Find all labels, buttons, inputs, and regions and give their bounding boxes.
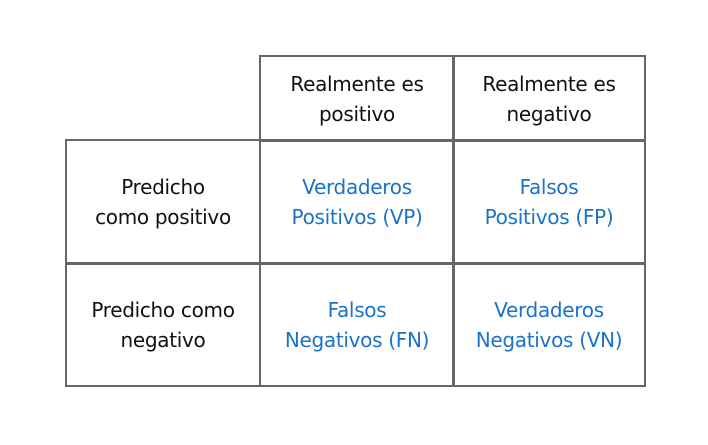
header-line: positivo [319, 101, 395, 126]
cell-line: Positivos (VP) [291, 205, 423, 229]
header-line: negativo [506, 101, 592, 126]
cell-line: Negativos (VN) [475, 327, 623, 352]
cell-line: Positivos (FP) [484, 205, 614, 229]
row-header-predicted-negative: Predicho como negativo [65, 262, 261, 387]
header-line: Realmente es [482, 71, 616, 96]
header-line: negativo [120, 327, 206, 352]
header-line: Predicho como [91, 297, 235, 322]
row-header-predicted-positive: Predicho como positivo [65, 139, 261, 265]
cell-line: Falsos [327, 297, 387, 322]
header-line: Predicho [121, 175, 205, 199]
column-header-actual-negative: Realmente es negativo [452, 55, 646, 142]
header-line: Realmente es [290, 71, 424, 96]
cell-line: Verdaderos [494, 297, 604, 322]
cell-line: Verdaderos [302, 175, 412, 199]
header-line: como positivo [95, 205, 231, 229]
column-header-actual-positive: Realmente es positivo [259, 55, 455, 142]
cell-line: Negativos (FN) [284, 327, 430, 352]
cell-line: Falsos [519, 175, 579, 199]
